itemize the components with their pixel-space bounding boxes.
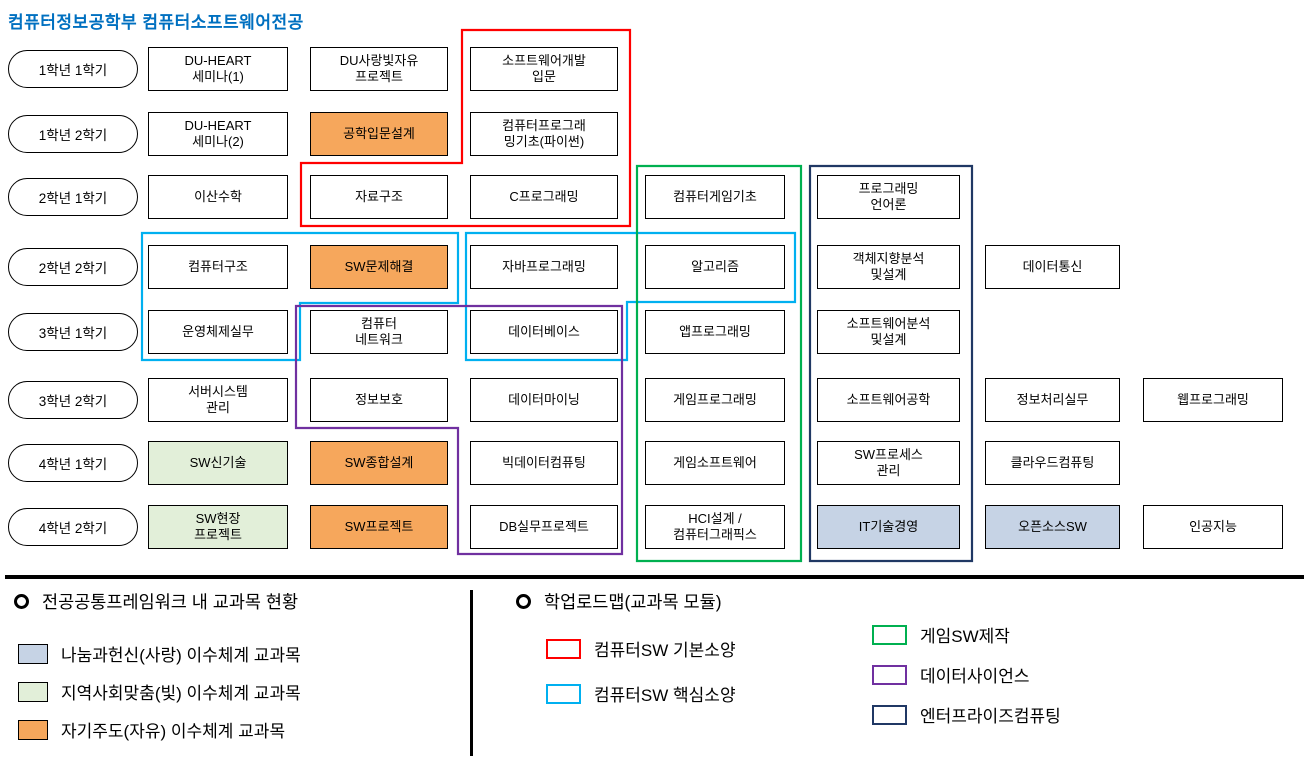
course-box: 공학입문설계 — [310, 112, 448, 156]
course-box: 소프트웨어공학 — [817, 378, 960, 422]
purple-outline-swatch — [872, 664, 907, 685]
course-box: HCI설계 /컴퓨터그래픽스 — [645, 505, 785, 549]
semester-pill: 3학년 2학기 — [8, 381, 138, 419]
course-box: 컴퓨터게임기초 — [645, 175, 785, 219]
page-title: 컴퓨터정보공학부 컴퓨터소프트웨어전공 — [8, 13, 304, 32]
course-box: 정보처리실무 — [985, 378, 1120, 422]
course-box: 빅데이터컴퓨팅 — [470, 441, 618, 485]
course-box: 게임소프트웨어 — [645, 441, 785, 485]
course-box: SW프로젝트 — [310, 505, 448, 549]
course-box: 인공지능 — [1143, 505, 1283, 549]
legend-item-game: 게임SW제작 — [872, 622, 1010, 647]
course-box: 데이터통신 — [985, 245, 1120, 289]
course-box: DB실무프로젝트 — [470, 505, 618, 549]
legend-item-datascience: 데이터사이언스 — [872, 662, 1029, 687]
horizontal-divider — [5, 575, 1304, 579]
orange-swatch — [18, 719, 48, 740]
semester-pill: 4학년 2학기 — [8, 508, 138, 546]
course-box: 알고리즘 — [645, 245, 785, 289]
semester-pill: 1학년 2학기 — [8, 115, 138, 153]
course-box: SW문제해결 — [310, 245, 448, 289]
semester-pill: 2학년 1학기 — [8, 178, 138, 216]
bluegray-swatch — [18, 643, 48, 664]
legend-item-sw-basic: 컴퓨터SW 기본소양 — [546, 636, 736, 661]
legend-item-community: 지역사회맞춤(빛) 이수체계 교과목 — [18, 679, 301, 704]
semester-pill: 1학년 1학기 — [8, 50, 138, 88]
legend-item-label: 데이터사이언스 — [920, 667, 1030, 686]
course-box: C프로그래밍 — [470, 175, 618, 219]
course-box: 데이터베이스 — [470, 310, 618, 354]
module-outline-enterprise — [808, 164, 974, 563]
red-outline-swatch — [546, 638, 581, 659]
semester-pill: 4학년 1학기 — [8, 444, 138, 482]
module-outline-game — [635, 164, 803, 563]
lightgreen-swatch — [18, 681, 48, 702]
semester-pill: 2학년 2학기 — [8, 248, 138, 286]
course-box: 정보보호 — [310, 378, 448, 422]
navy-outline-swatch — [872, 704, 907, 725]
course-box: 앱프로그래밍 — [645, 310, 785, 354]
course-box: 컴퓨터구조 — [148, 245, 288, 289]
legend-item-label: 게임SW제작 — [920, 627, 1010, 646]
legend-roadmap-title: 학업로드맵(교과목 모듈) — [544, 592, 722, 612]
module-outline-basic — [299, 28, 632, 228]
course-box: SW종합설계 — [310, 441, 448, 485]
legend-framework-title: 전공공통프레임워크 내 교과목 현황 — [42, 592, 299, 612]
green-outline-swatch — [872, 624, 907, 645]
course-box: 자료구조 — [310, 175, 448, 219]
legend-item-enterprise: 엔터프라이즈컴퓨팅 — [872, 702, 1061, 727]
course-box: SW신기술 — [148, 441, 288, 485]
module-outline-datascience — [294, 304, 624, 556]
legend-item-label: 컴퓨터SW 기본소양 — [594, 641, 736, 660]
legend-item-label: 자기주도(자유) 이수체계 교과목 — [61, 722, 286, 741]
course-box: 운영체제실무 — [148, 310, 288, 354]
legend-item-sharing: 나눔과헌신(사랑) 이수체계 교과목 — [18, 641, 301, 666]
module-outline-core-b — [464, 231, 797, 362]
semester-pill: 3학년 1학기 — [8, 313, 138, 351]
legend-roadmap-header: 학업로드맵(교과목 모듈) — [516, 589, 722, 614]
legend-item-selfdirected: 자기주도(자유) 이수체계 교과목 — [18, 717, 285, 742]
legend-item-label: 지역사회맞춤(빛) 이수체계 교과목 — [61, 684, 301, 703]
circle-bullet-icon — [14, 594, 29, 609]
course-box: 게임프로그래밍 — [645, 378, 785, 422]
cyan-outline-swatch — [546, 683, 581, 704]
vertical-divider — [470, 590, 473, 756]
course-box: 이산수학 — [148, 175, 288, 219]
legend-item-label: 엔터프라이즈컴퓨팅 — [920, 707, 1061, 726]
circle-bullet-icon — [516, 594, 531, 609]
legend-item-sw-core: 컴퓨터SW 핵심소양 — [546, 681, 736, 706]
course-box: IT기술경영 — [817, 505, 960, 549]
course-box: 데이터마이닝 — [470, 378, 618, 422]
legend-item-label: 나눔과헌신(사랑) 이수체계 교과목 — [61, 646, 301, 665]
course-box: 웹프로그래밍 — [1143, 378, 1283, 422]
legend-item-label: 컴퓨터SW 핵심소양 — [594, 686, 736, 705]
course-box: 오픈소스SW — [985, 505, 1120, 549]
legend-framework-header: 전공공통프레임워크 내 교과목 현황 — [14, 589, 298, 614]
module-outline-core-a — [140, 231, 460, 362]
course-box: 클라우드컴퓨팅 — [985, 441, 1120, 485]
course-box: 자바프로그래밍 — [470, 245, 618, 289]
